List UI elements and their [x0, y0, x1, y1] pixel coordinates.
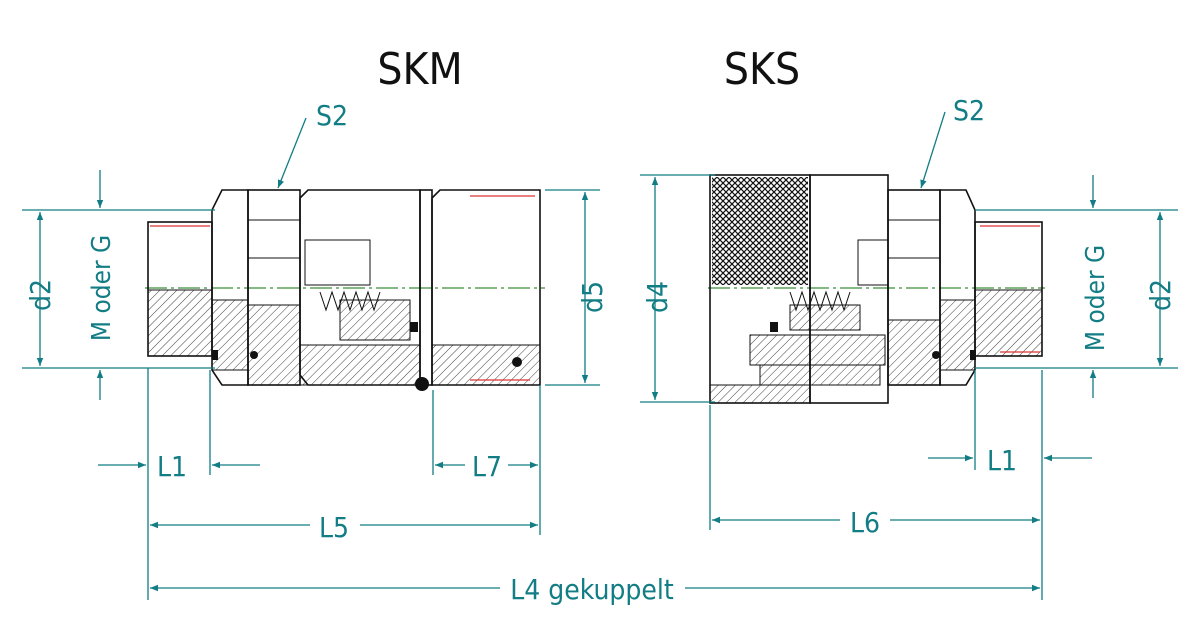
label-thread-right: M oder G — [1081, 245, 1111, 351]
label-l6: L6 — [850, 506, 880, 539]
dimension-lines — [22, 111, 1178, 600]
sks-coupling — [708, 174, 1045, 404]
label-s2-right: S2 — [953, 94, 985, 127]
label-l1-left: L1 — [157, 450, 187, 483]
label-l7: L7 — [472, 450, 502, 483]
title-skm: SKM — [377, 44, 462, 95]
title-sks: SKS — [724, 44, 800, 95]
label-s2-left: S2 — [316, 99, 348, 132]
label-d5: d5 — [576, 281, 609, 313]
label-d4: d4 — [641, 281, 674, 313]
label-thread-left: M oder G — [87, 235, 117, 341]
label-l5: L5 — [319, 511, 349, 544]
label-l4: L4 gekuppelt — [510, 573, 674, 606]
label-d2-left: d2 — [24, 279, 57, 311]
label-l1-right: L1 — [987, 444, 1017, 477]
skm-coupling — [145, 189, 545, 391]
label-d2-right: d2 — [1144, 279, 1177, 311]
